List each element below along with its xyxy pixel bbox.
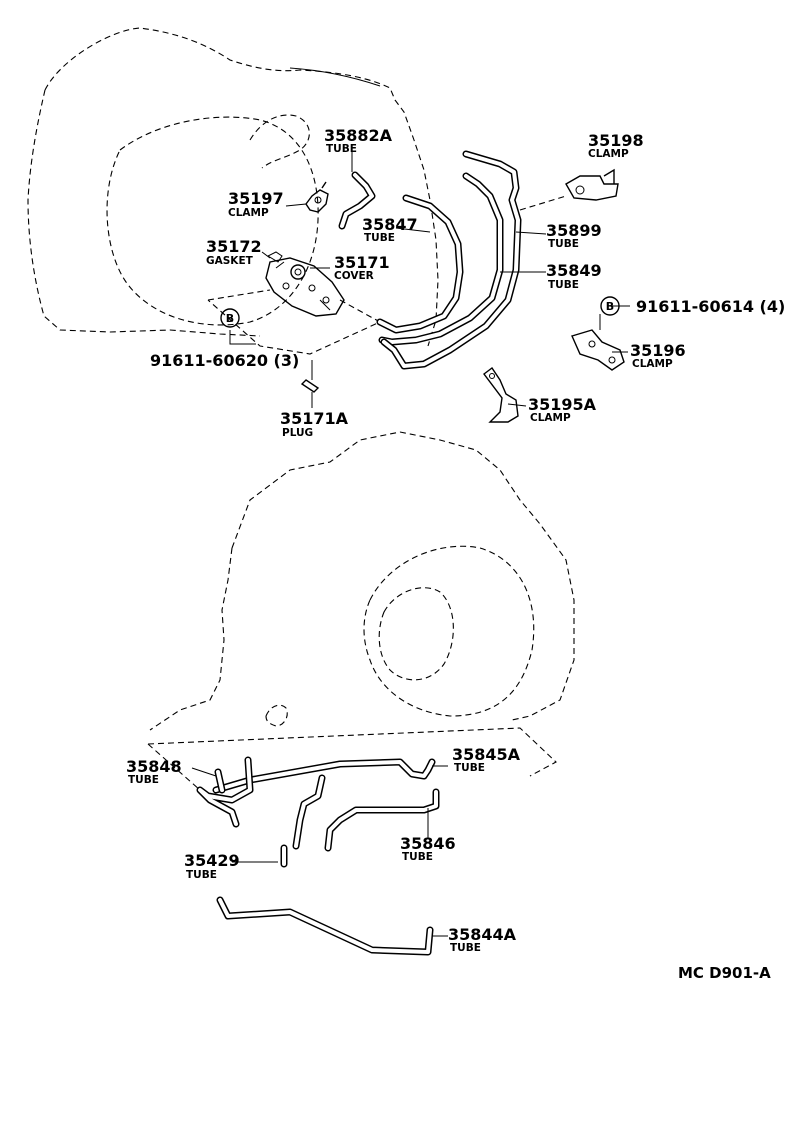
clamp-35195A — [483, 366, 519, 423]
part-number-35429: 35429 — [184, 851, 240, 870]
part-name-35882A: TUBE — [326, 143, 357, 155]
part-number-35848: 35848 — [126, 757, 182, 776]
svg-text:B: B — [226, 312, 234, 325]
part-number-35195A: 35195A — [528, 395, 597, 414]
bolt-number-left: 91611-60620 (3) — [150, 351, 299, 370]
part-number-35846: 35846 — [400, 834, 456, 853]
part-number-35845A: 35845A — [452, 745, 521, 764]
svg-text:B: B — [606, 300, 614, 313]
part-name-35899: TUBE — [548, 238, 579, 250]
part-name-35171A: PLUG — [282, 427, 313, 439]
part-name-35844A: TUBE — [450, 942, 481, 954]
part-number-35197: 35197 — [228, 189, 284, 208]
bolt-marker-left: B — [220, 308, 240, 328]
cover-mounting-plane — [207, 289, 382, 355]
part-number-35844A: 35844A — [448, 925, 517, 944]
part-name-35197: CLAMP — [228, 207, 269, 219]
lower-transmission-housing — [149, 431, 575, 731]
tube-35848 — [196, 756, 254, 828]
part-name-35848: TUBE — [128, 774, 159, 786]
part-name-35429: TUBE — [186, 869, 217, 881]
part-name-35849: TUBE — [548, 279, 579, 291]
cover-35171 — [265, 257, 345, 317]
tube-35847 — [376, 194, 464, 334]
part-name-35171: COVER — [334, 270, 374, 282]
part-number-35198: 35198 — [588, 131, 644, 150]
part-name-35198: CLAMP — [588, 148, 629, 160]
gasket-35172 — [266, 251, 283, 263]
tube-35846 — [292, 774, 440, 852]
part-number-35849: 35849 — [546, 261, 602, 280]
clamp-35198 — [519, 168, 619, 211]
part-name-35195A: CLAMP — [530, 412, 571, 424]
bolt-number-right: 91611-60614 (4) — [636, 297, 785, 316]
part-name-35847: TUBE — [364, 232, 395, 244]
part-name-35172: GASKET — [206, 255, 254, 267]
part-name-35846: TUBE — [402, 851, 433, 863]
part-number-35172: 35172 — [206, 237, 262, 256]
plug-35171A — [300, 360, 320, 393]
tube-35845A — [212, 758, 436, 794]
tube-35899 — [380, 150, 522, 370]
part-number-35171: 35171 — [334, 253, 390, 272]
part-name-35196: CLAMP — [632, 358, 673, 370]
upper-transmission-housing — [27, 27, 439, 347]
tube-35849 — [378, 172, 504, 346]
part-number-35196: 35196 — [630, 341, 686, 360]
part-name-35845A: TUBE — [454, 762, 485, 774]
clamp-35197 — [305, 181, 329, 213]
part-number-35882A: 35882A — [324, 126, 393, 145]
tube-35882A — [338, 171, 376, 230]
clamp-35196 — [571, 314, 625, 371]
part-number-35171A: 35171A — [280, 409, 349, 428]
part-number-35847: 35847 — [362, 215, 418, 234]
tube-35844A — [216, 896, 434, 956]
bolt-marker-right: B — [600, 296, 620, 316]
diagram-code: MC D901-A — [678, 964, 771, 982]
part-number-35899: 35899 — [546, 221, 602, 240]
leader-lines — [191, 152, 630, 937]
lower-tube-plane — [147, 727, 557, 791]
